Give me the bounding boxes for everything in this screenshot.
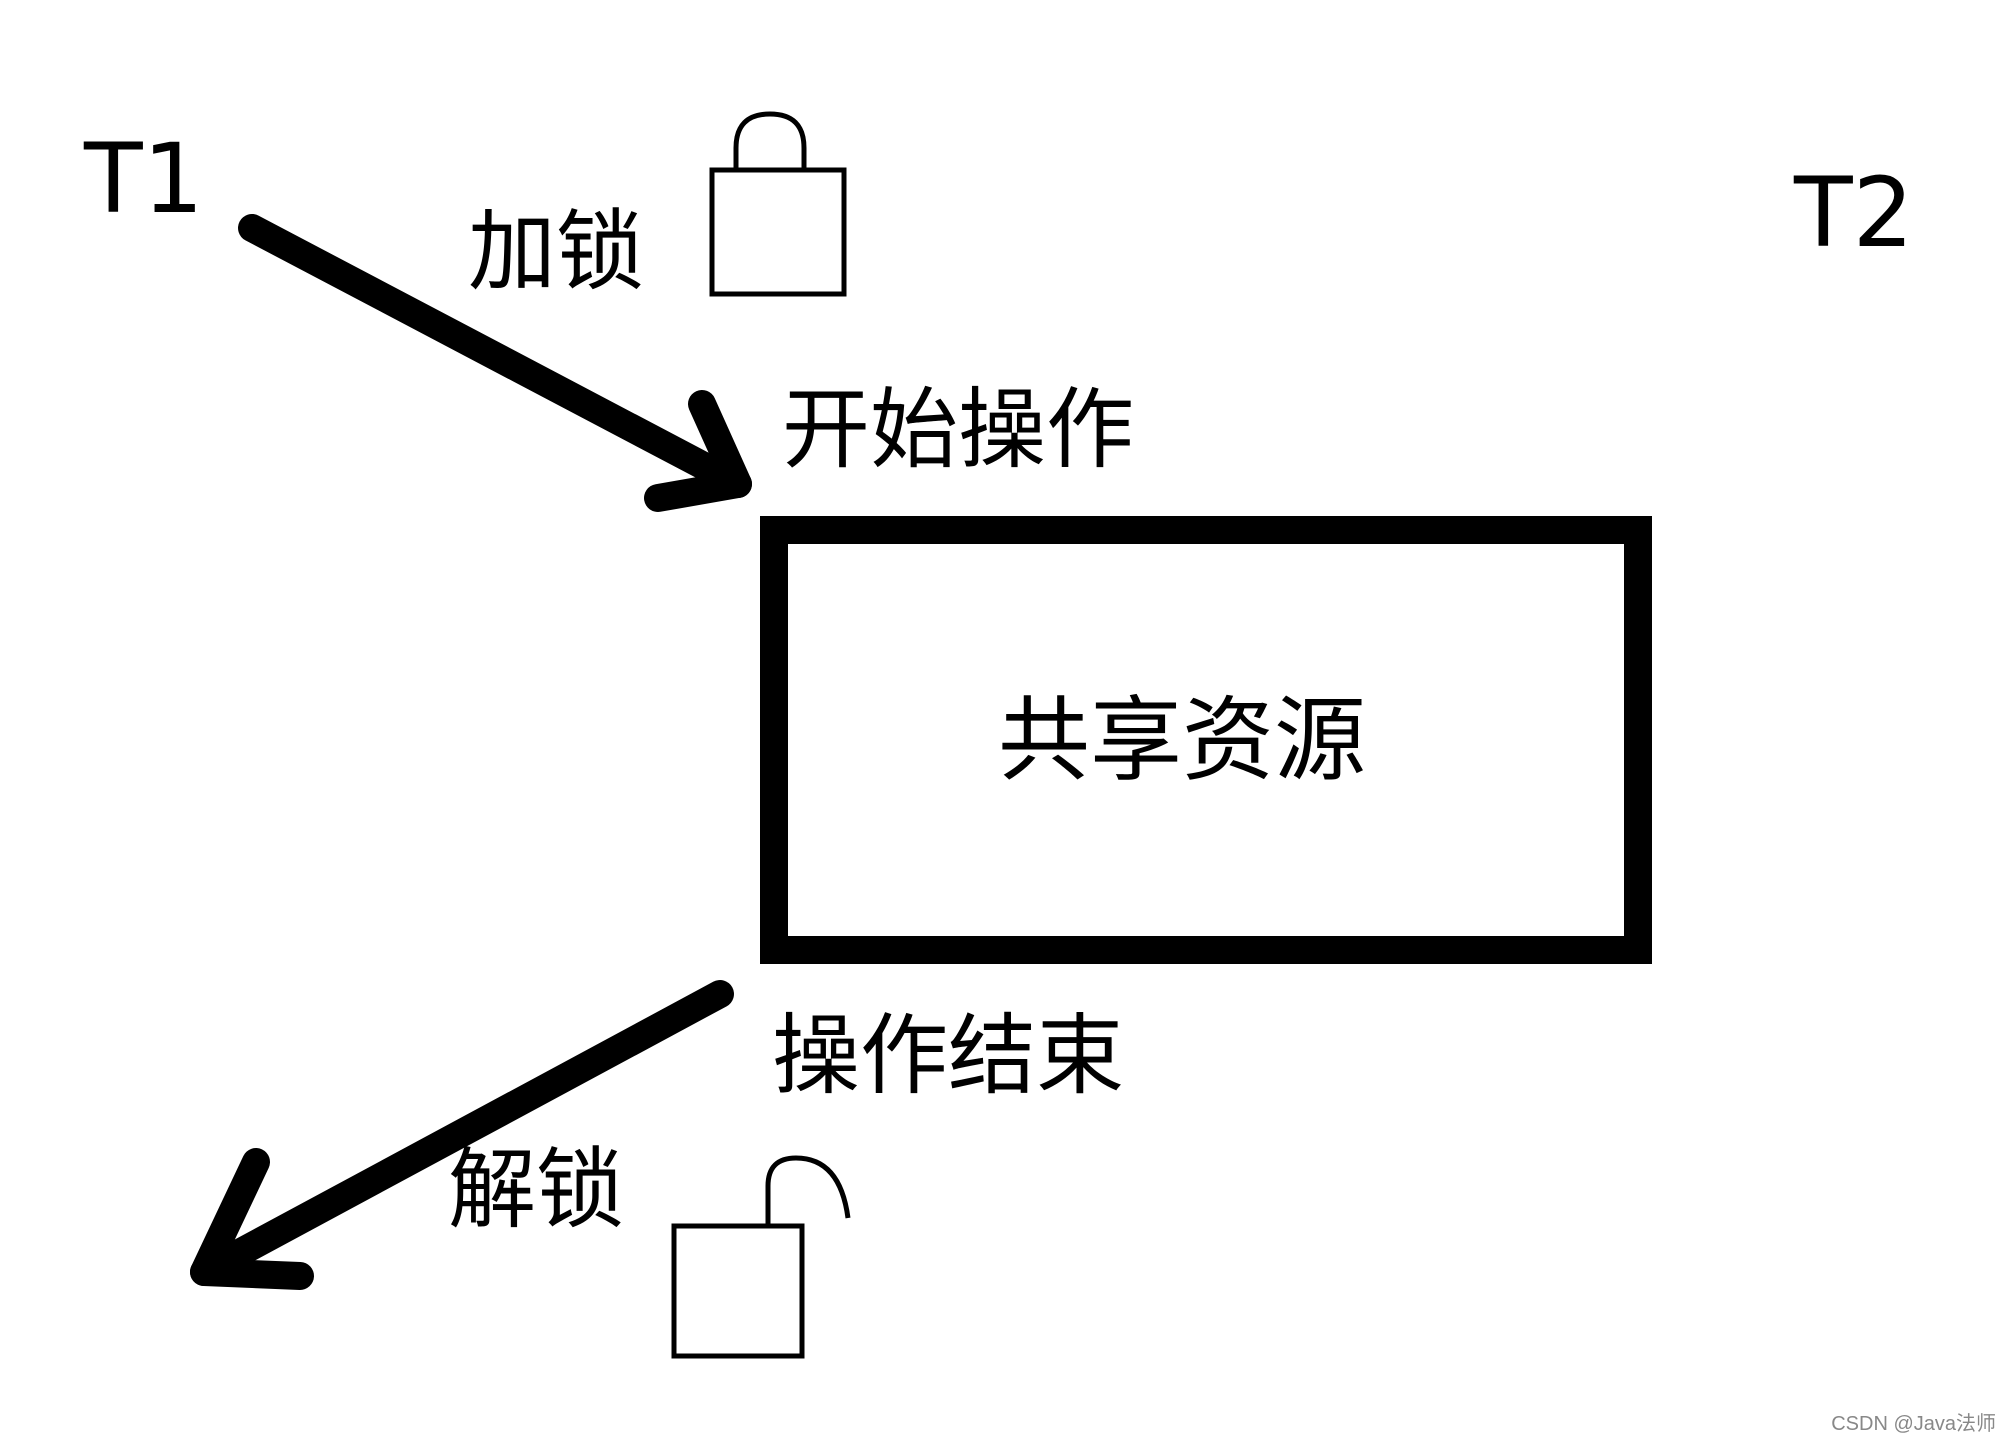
thread-label-t2: T2: [1793, 157, 1914, 269]
watermark: CSDN @Java法师: [1831, 1412, 1996, 1435]
arrow-into-resource: [238, 214, 752, 512]
arrow-out-of-resource: [190, 980, 734, 1290]
lock-label: 加锁: [468, 200, 644, 303]
padlock-closed-icon: [709, 111, 847, 297]
end-operation-label: 操作结束: [772, 1004, 1124, 1107]
start-operation-label: 开始操作: [782, 378, 1134, 481]
padlock-open-icon: [671, 1155, 851, 1359]
thread-label-t1: T1: [83, 123, 204, 235]
shared-resource-box: [760, 516, 1652, 964]
shared-resource-label: 共享资源: [998, 687, 1366, 794]
unlock-label: 解锁: [448, 1138, 624, 1241]
